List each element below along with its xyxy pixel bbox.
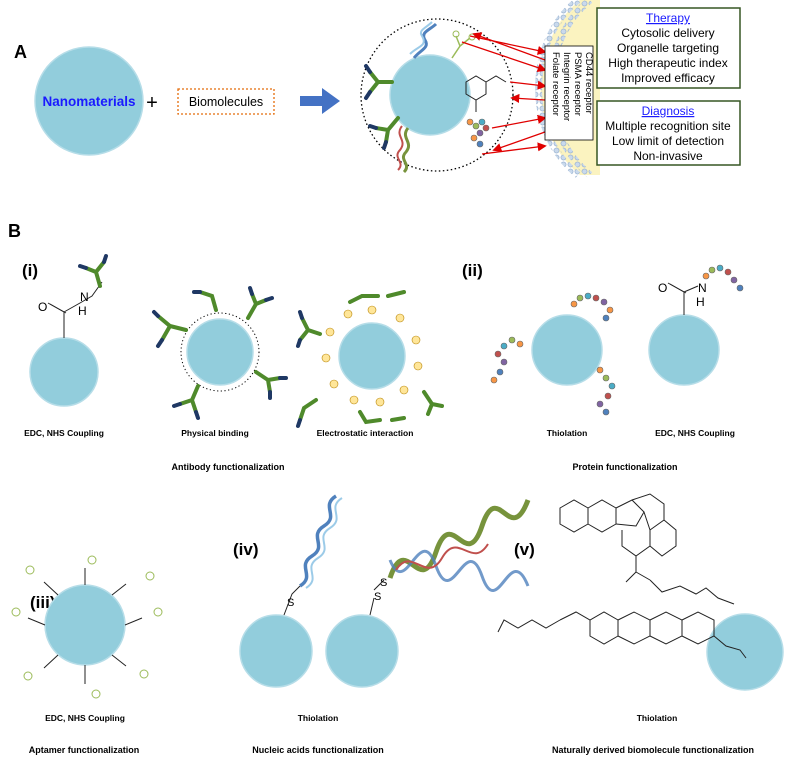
nucleic-acid-particle-1: S [239, 494, 343, 688]
sub-label-i: (i) [22, 261, 38, 280]
caption-edc-nhs-3: EDC, NHS Coupling [45, 713, 125, 723]
aptamer-icon [451, 30, 476, 59]
physical-binding-particle [152, 286, 288, 420]
process-arrow [300, 88, 340, 114]
camptothecin-molecule [559, 493, 735, 605]
natural-biomolecule-particle [497, 493, 784, 691]
atom-s: S [380, 577, 387, 589]
drug-molecule-icon [465, 75, 507, 112]
atom-o: O [658, 281, 667, 295]
receptor-folate: Folate receptor [550, 52, 561, 116]
panel-label-b: B [8, 221, 21, 241]
therapy-item: Improved efficacy [621, 71, 715, 85]
panel-label-a: A [14, 42, 27, 62]
caption-thiolation-2: Thiolation [547, 428, 588, 438]
protein-chain-icon [570, 292, 614, 322]
group-title-protein: Protein functionalization [573, 462, 678, 472]
protein-edc-nhs-particle: O N H [648, 264, 744, 386]
nanomaterials-particle: Nanomaterials [34, 46, 144, 156]
aptamer-particle [11, 555, 163, 699]
therapy-title: Therapy [646, 11, 690, 25]
atom-s: S [374, 591, 381, 603]
dna-helix-icon [396, 125, 411, 174]
dna-helix-icon [298, 494, 343, 589]
atom-n: N [80, 290, 89, 304]
biomolecules-box: Biomolecules [177, 88, 275, 115]
group-title-natural: Naturally derived biomolecule functional… [552, 745, 754, 755]
caption-electrostatic: Electrostatic interaction [317, 428, 414, 438]
protein-thiolation-particle [490, 292, 616, 416]
therapy-item: Organelle targeting [617, 41, 719, 55]
therapy-item: Cytosolic delivery [621, 26, 714, 40]
receptor-integrin: Integrin receptor [561, 52, 572, 121]
group-title-nucleic: Nucleic acids functionalization [252, 745, 384, 755]
protein-chain-icon [466, 118, 490, 148]
atom-h: H [696, 295, 705, 309]
nucleic-acid-particle-2: S S [325, 499, 531, 688]
diagnosis-item: Multiple recognition site [605, 119, 731, 133]
atom-n: N [698, 281, 707, 295]
edc-nhs-antibody-particle: O N H [29, 254, 108, 407]
sub-label-iv: (iv) [233, 540, 259, 559]
sub-label-ii: (ii) [462, 261, 483, 280]
atom-h: H [78, 304, 87, 318]
diagnosis-item: Low limit of detection [612, 134, 724, 148]
dna-helix-icon [409, 21, 438, 59]
group-title-aptamer: Aptamer functionalization [29, 745, 140, 755]
atom-s: S [287, 597, 294, 609]
caption-physical-binding: Physical binding [181, 428, 249, 438]
receptor-cd44: CD44 receptor [583, 52, 594, 114]
therapy-item: High therapeutic index [608, 56, 727, 70]
protein-chain-icon [490, 336, 524, 384]
biomolecules-label: Biomolecules [189, 95, 263, 109]
caption-edc-nhs-1: EDC, NHS Coupling [24, 428, 104, 438]
caption-edc-nhs-2: EDC, NHS Coupling [655, 428, 735, 438]
antibody-icon [368, 116, 400, 150]
protein-chain-icon [596, 366, 616, 416]
caption-thiolation-5: Thiolation [637, 713, 678, 723]
caption-thiolation-4: Thiolation [298, 713, 339, 723]
binding-arrows [461, 32, 547, 155]
receptor-psma: PSMA receptor [572, 52, 583, 116]
cholesterol-molecule [497, 611, 747, 659]
diagnosis-box: Diagnosis Multiple recognition site Low … [596, 100, 741, 166]
receptor-box: CD44 receptor PSMA receptor Integrin rec… [544, 45, 594, 141]
dna-helix-icon [387, 499, 531, 592]
protein-chain-icon [702, 264, 744, 292]
diagnosis-item: Non-invasive [633, 149, 703, 163]
nanomaterials-label: Nanomaterials [42, 94, 135, 109]
electrostatic-particle [296, 290, 444, 428]
group-title-antibody: Antibody functionalization [172, 462, 285, 472]
therapy-box: Therapy Cytosolic delivery Organelle tar… [596, 7, 741, 89]
antibody-icon [364, 64, 394, 100]
sub-label-v: (v) [514, 540, 535, 559]
plus-sign: + [146, 92, 158, 114]
atom-o: O [38, 300, 47, 314]
diagnosis-title: Diagnosis [642, 104, 695, 118]
functionalized-nanoparticle [360, 18, 514, 174]
